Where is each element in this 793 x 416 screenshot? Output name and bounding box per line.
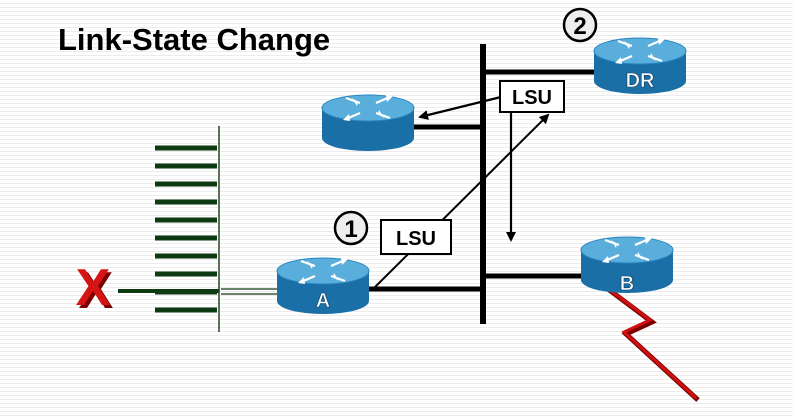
step-badge-2: 2 (562, 7, 598, 43)
lsu-arrow-dr-to-router (418, 94, 506, 120)
svg-text:1: 1 (344, 216, 357, 243)
lan-hosts (155, 145, 217, 313)
lsu-box-first: LSU (380, 219, 452, 255)
svg-text:LSU: LSU (396, 228, 436, 250)
lsu-flood-arrow-a-to-dr (371, 113, 550, 291)
svg-text:LSU: LSU (512, 87, 552, 109)
router-dr: DR (592, 36, 688, 96)
svg-text:X: X (79, 262, 114, 320)
svg-text:DR: DR (626, 70, 655, 92)
svg-text:X: X (76, 259, 111, 317)
lsu-box-second: LSU (499, 80, 565, 113)
step-badge-1: 1 (333, 210, 369, 246)
serial-link-bolt-icon (602, 284, 700, 402)
router-other (320, 93, 416, 153)
router-a: A (275, 256, 371, 316)
svg-text:B: B (620, 273, 634, 295)
router-b: B (579, 235, 675, 295)
failed-link-x-icon: X X (76, 259, 114, 320)
svg-text:A: A (316, 290, 330, 312)
slide-title: Link-State Change (58, 22, 331, 57)
router-icon (320, 93, 416, 153)
svg-text:2: 2 (573, 13, 586, 40)
